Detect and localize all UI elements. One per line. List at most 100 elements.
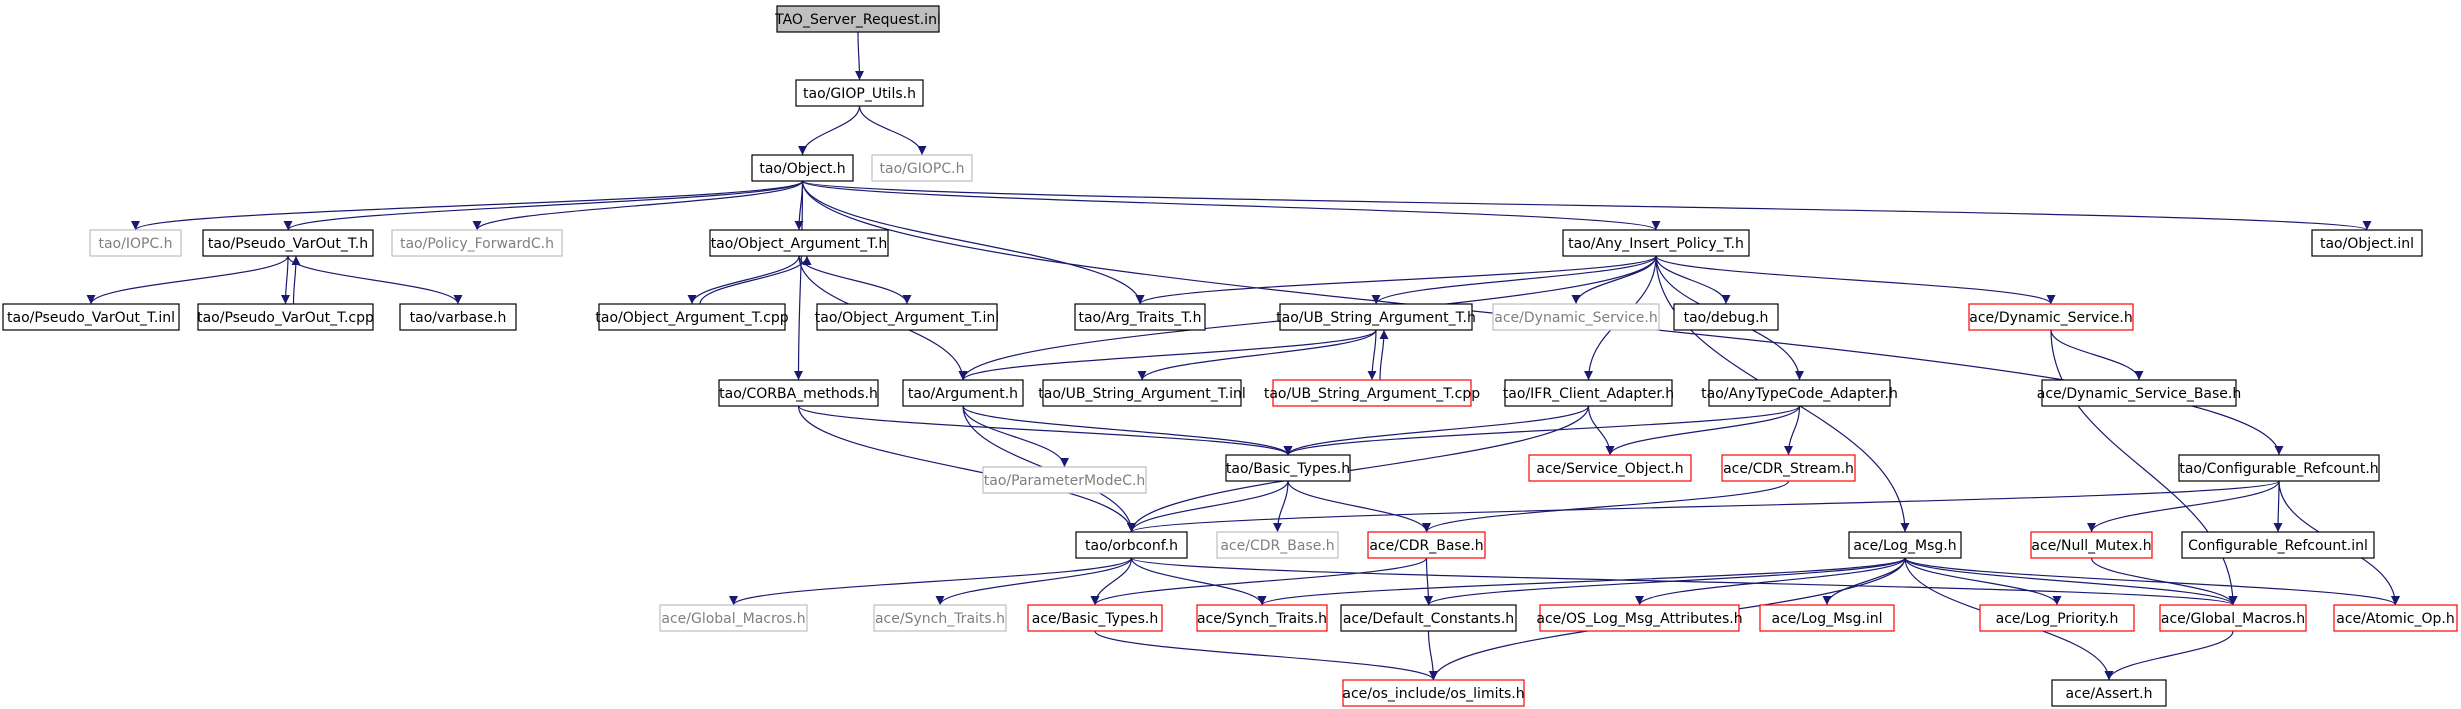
graph-node[interactable]: tao/CORBA_methods.h (718, 379, 879, 407)
graph-node[interactable]: tao/Object_Argument_T.cpp (595, 303, 789, 331)
graph-node[interactable]: tao/Basic_Types.h (1225, 454, 1351, 482)
node-box (598, 303, 786, 331)
node-label: tao/orbconf.h (1085, 538, 1178, 554)
graph-node[interactable]: tao/Argument.h (902, 379, 1024, 407)
node-label: ace/os_include/os_limits.h (1342, 686, 1524, 702)
graph-node[interactable]: ace/CDR_Stream.h (1721, 454, 1856, 482)
node-box (795, 79, 924, 107)
node-label: tao/UB_String_Argument_T.inl (1038, 386, 1245, 402)
edge-n42-to-n48 (1427, 630, 1438, 681)
graph-node[interactable]: ace/OS_Log_Msg_Attributes.h (1536, 604, 1743, 632)
graph-node[interactable]: TAO_Server_Request.inl (774, 5, 941, 33)
node-box (2159, 604, 2307, 632)
graph-node[interactable]: tao/varbase.h (399, 303, 517, 331)
graph-node[interactable]: ace/Atomic_Op.h (2333, 604, 2458, 632)
graph-node[interactable]: tao/Pseudo_VarOut_T.h (202, 229, 374, 257)
graph-node[interactable]: tao/Object.h (751, 154, 854, 182)
graph-node[interactable]: ace/os_include/os_limits.h (1342, 679, 1525, 707)
node-box (2181, 531, 2375, 559)
node-box (816, 303, 998, 331)
edge-n7-to-n14 (798, 255, 912, 305)
edge-n1-to-n2 (798, 105, 861, 156)
edge-n2-to-n8 (801, 180, 1661, 231)
graph-node[interactable]: ace/Default_Constants.h (1340, 604, 1517, 632)
edge-n34-to-n42 (1423, 557, 1433, 606)
node-label: tao/Object_Argument_T.inl (815, 310, 999, 326)
edge-n28-to-n34 (1287, 480, 1431, 533)
edge-n32-to-n46 (1130, 557, 2238, 606)
edge-n32-to-n41 (1130, 557, 1267, 606)
edge-n16-to-n22 (1137, 329, 1377, 381)
graph-node[interactable]: tao/Object_Argument_T.inl (815, 303, 999, 331)
graph-node[interactable]: ace/Dynamic_Service_Base.h (2037, 379, 2242, 407)
edge-n21-to-n27 (962, 405, 1069, 468)
graph-node[interactable]: tao/Pseudo_VarOut_T.cpp (197, 303, 374, 331)
edges-layer (86, 31, 2400, 681)
graph-node[interactable]: tao/Configurable_Refcount.h (2178, 454, 2380, 482)
edge-n2-to-n6 (472, 180, 804, 231)
graph-node[interactable]: tao/Any_Insert_Policy_T.h (1562, 229, 1750, 257)
graph-node[interactable]: Configurable_Refcount.inl (2181, 531, 2375, 559)
graph-node[interactable]: tao/GIOP_Utils.h (795, 79, 924, 107)
graph-node[interactable]: ace/CDR_Base.h (1367, 531, 1486, 559)
node-label: ace/CDR_Stream.h (1723, 461, 1854, 477)
graph-node[interactable]: ace/Assert.h (2051, 679, 2167, 707)
node-label: tao/IOPC.h (98, 236, 172, 252)
graph-node[interactable]: tao/AnyTypeCode_Adapter.h (1701, 379, 1898, 407)
edge-n2-to-n9 (801, 180, 2371, 231)
graph-node: tao/GIOPC.h (871, 154, 973, 182)
edge-n11-to-n5 (291, 255, 301, 305)
edge-n8-to-n18 (1655, 255, 1731, 305)
graph-node[interactable]: ace/Log_Msg.inl (1759, 604, 1895, 632)
edge-n28-to-n32 (1127, 480, 1289, 533)
graph-node[interactable]: tao/Object.inl (2311, 229, 2423, 257)
node-label: tao/Basic_Types.h (1226, 461, 1350, 477)
node-label: ace/Synch_Traits.h (1197, 611, 1327, 627)
node-label: tao/CORBA_methods.h (719, 386, 878, 402)
graph-node[interactable]: ace/Global_Macros.h (2159, 604, 2307, 632)
graph-node[interactable]: ace/Basic_Types.h (1027, 604, 1163, 632)
edge-n35-to-n41 (1257, 557, 1906, 606)
graph-node[interactable]: tao/IFR_Client_Adapter.h (1503, 379, 1674, 407)
edge-n24-to-n28 (1283, 405, 1590, 456)
graph-node[interactable]: tao/UB_String_Argument_T.inl (1038, 379, 1246, 407)
graph-node[interactable]: ace/Null_Mutex.h (2030, 531, 2153, 559)
graph-node[interactable]: tao/UB_String_Argument_T.h (1276, 303, 1476, 331)
node-box (1216, 531, 1339, 559)
node-label: tao/Any_Insert_Policy_T.h (1568, 236, 1744, 252)
graph-node[interactable]: ace/Dynamic_Service.h (1968, 303, 2134, 331)
edge-n2-to-n15 (801, 180, 1145, 305)
edge-n2-to-n5 (283, 180, 804, 231)
node-label: tao/ParameterModeC.h (984, 473, 1145, 489)
graph-node[interactable]: tao/debug.h (1673, 303, 1779, 331)
node-label: tao/Configurable_Refcount.h (2179, 461, 2378, 477)
graph-node[interactable]: ace/Log_Msg.h (1848, 531, 1962, 559)
graph-node[interactable]: ace/Synch_Traits.h (1196, 604, 1328, 632)
node-box (2030, 531, 2153, 559)
edge-n5-to-n12 (287, 255, 463, 305)
graph-node[interactable]: tao/Object_Argument_T.h (709, 229, 889, 257)
node-label: tao/GIOPC.h (880, 161, 965, 177)
node-box (1342, 679, 1525, 707)
edge-n5-to-n11 (281, 255, 291, 305)
node-label: tao/UB_String_Argument_T.cpp (1264, 386, 1480, 402)
graph-node[interactable]: tao/Arg_Traits_T.h (1074, 303, 1206, 331)
graph-node[interactable]: tao/orbconf.h (1075, 531, 1188, 559)
graph-node[interactable]: ace/Service_Object.h (1528, 454, 1692, 482)
edge-n32-to-n38 (729, 557, 1133, 606)
node-box (1225, 454, 1351, 482)
node-box (1562, 229, 1750, 257)
edge-n24-to-n32 (1127, 405, 1590, 533)
graph-node[interactable]: tao/UB_String_Argument_T.cpp (1264, 379, 1480, 407)
edge-n32-to-n39 (935, 557, 1133, 606)
edge-n19-to-n46 (2050, 329, 2238, 606)
graph-node[interactable]: tao/Pseudo_VarOut_T.inl (2, 303, 180, 331)
node-label: ace/Log_Priority.h (1996, 611, 2119, 627)
node-label: tao/Object_Argument_T.h (711, 236, 888, 252)
node-box (391, 229, 563, 257)
node-label: tao/varbase.h (410, 310, 507, 326)
edge-n8-to-n19 (1655, 255, 2056, 305)
graph-node: ace/Dynamic_Service.h (1492, 303, 1660, 331)
node-label: tao/Object.h (759, 161, 845, 177)
graph-node[interactable]: ace/Log_Priority.h (1979, 604, 2135, 632)
